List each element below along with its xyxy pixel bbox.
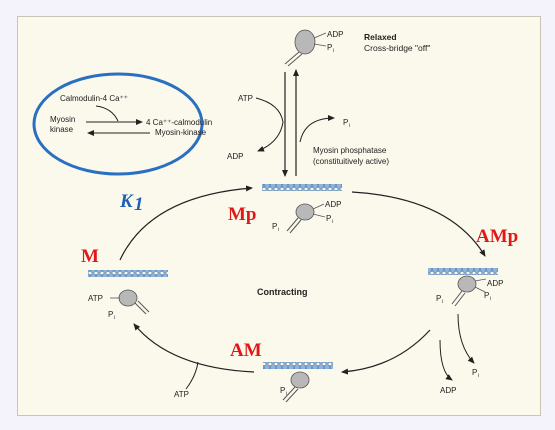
amp-adp-label: ADP <box>487 279 503 288</box>
mp-to-amp-arrow <box>351 191 486 257</box>
amp-pi-sub: i <box>490 296 491 302</box>
rate-constant-k-label: K <box>119 191 134 212</box>
am-atp-arrow <box>185 361 199 390</box>
rate-constant-k-subscript: 1 <box>134 194 144 215</box>
m-pi-label: P <box>108 310 113 319</box>
amp-adp-release-arrow <box>439 339 453 381</box>
amp-release-pi-sub: i <box>478 373 479 379</box>
amp-release-adp-label: ADP <box>440 386 456 395</box>
m-myosin-head <box>110 289 150 315</box>
amp-head-pi-sub: i <box>442 299 443 305</box>
amp-myosin-head <box>451 275 487 307</box>
phosphatase-pi-label: P <box>343 118 348 127</box>
am-actin-filament <box>263 362 333 369</box>
relaxed-title: Relaxed <box>364 32 397 42</box>
calmodulin-binding-curve <box>95 105 119 122</box>
mp-actin-filament <box>262 184 342 191</box>
contracting-label: Contracting <box>257 287 308 297</box>
amp-actin-filament <box>428 268 498 275</box>
state-am-label: AM <box>230 340 262 361</box>
relaxed-subtitle: Cross-bridge "off" <box>364 43 430 53</box>
m-to-mp-arrow <box>119 185 253 261</box>
mp-pi-sub: i <box>332 219 333 225</box>
ca-calmodulin-complex-label-1: 4 Ca⁺⁺-calmodulin <box>146 118 212 127</box>
phosphatase-label-2: (constituitively active) <box>313 157 389 166</box>
am-head-pi-label: P <box>280 386 285 395</box>
phosphatase-pi-arrow <box>299 115 335 143</box>
mp-myosin-head <box>286 203 326 234</box>
diagram-panel <box>17 16 541 416</box>
kinase-atp-label: ATP <box>238 94 253 103</box>
kinase-atp-arrow <box>255 97 284 152</box>
amp-pi-release-arrow <box>457 313 475 364</box>
am-head-pi-sub: i <box>286 391 287 397</box>
am-to-m-arrow <box>133 323 255 373</box>
state-mp-label: Mp <box>228 204 257 225</box>
relaxed-pi-sub: i <box>333 48 334 54</box>
calmodulin-inset-ring <box>32 72 204 176</box>
mp-head-pi-label: P <box>272 222 277 231</box>
calmodulin-label: Calmodulin-4 Ca⁺⁺ <box>60 94 128 103</box>
ca-calmodulin-complex-label-2: Myosin-kinase <box>155 128 207 137</box>
m-atp-label: ATP <box>88 294 103 303</box>
myosin-kinase-label-2: kinase <box>50 125 74 134</box>
relaxed-adp-label: ADP <box>327 30 343 39</box>
relaxed-pi-label: P <box>327 43 332 52</box>
am-atp-label: ATP <box>174 390 189 399</box>
phosphatase-pi-sub: i <box>349 123 350 129</box>
amp-pi-label: P <box>484 291 489 300</box>
am-myosin-head <box>282 371 310 403</box>
amp-release-pi-label: P <box>472 368 477 377</box>
mp-adp-label: ADP <box>325 200 341 209</box>
m-actin-filament <box>88 270 168 277</box>
m-pi-sub: i <box>114 315 115 321</box>
state-m-label: M <box>81 246 99 267</box>
amp-head-pi-label: P <box>436 294 441 303</box>
kinase-adp-label: ADP <box>227 152 243 161</box>
state-amp-label: AMp <box>476 226 518 247</box>
myosin-kinase-label-1: Myosin <box>50 115 75 124</box>
mp-pi-label: P <box>326 214 331 223</box>
amp-to-am-arrow <box>341 329 431 375</box>
mp-head-pi-sub: i <box>278 227 279 233</box>
phosphatase-label-1: Myosin phosphatase <box>313 146 387 155</box>
relaxed-myosin-head <box>284 29 327 67</box>
